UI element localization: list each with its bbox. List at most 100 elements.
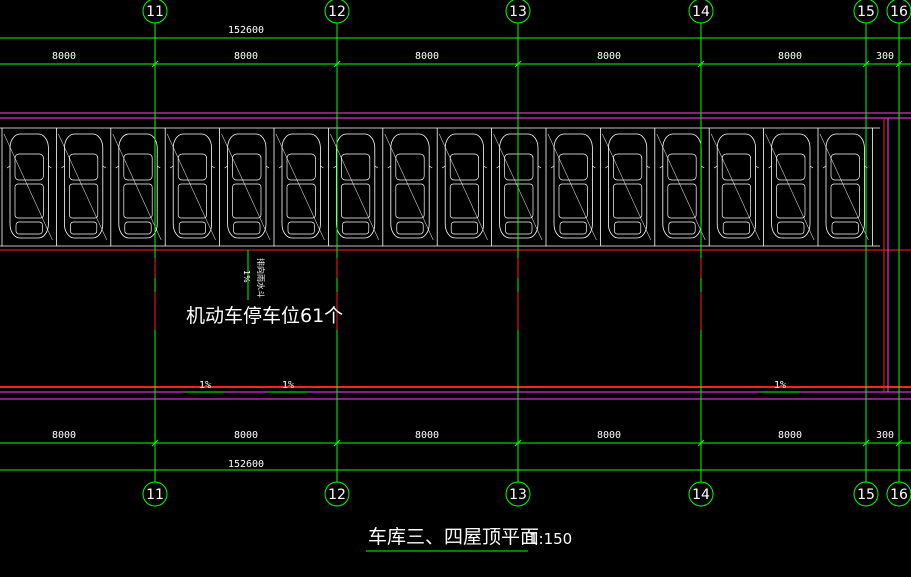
parking-stall (763, 128, 815, 246)
car-windshield (667, 153, 697, 181)
car-windshield (830, 153, 860, 181)
axis-bubble-circle (142, 0, 168, 24)
car-roof (667, 183, 697, 219)
car-mirror-right (646, 165, 650, 169)
stall-diagonal (710, 133, 760, 241)
car-roof (776, 183, 806, 219)
car-outline (281, 133, 321, 239)
car-mirror-left (442, 165, 446, 169)
car-mirror-right (537, 165, 542, 169)
stall-diagonal (275, 133, 325, 241)
drawing-title: 车库三、四屋顶平面 (368, 526, 539, 548)
car-windshield (776, 153, 806, 181)
top-span-dim-text: 8000 (415, 51, 439, 62)
bottom-span-dim-text: 8000 (415, 430, 439, 441)
axis-bubble-circle (886, 481, 911, 507)
axis-bubble-14: 14 (688, 481, 714, 507)
stall-diagonal (656, 133, 706, 241)
axis-bubble-circle (886, 0, 911, 24)
car-outline (608, 133, 648, 239)
car-outline (553, 133, 593, 239)
stall-diagonal (384, 133, 434, 241)
car-roof (232, 183, 262, 219)
car-windshield (504, 153, 534, 181)
car-mirror-right (157, 165, 161, 169)
car-windshield (14, 153, 44, 181)
axis-bubble-circle (142, 481, 168, 507)
axis-bubble-circle (688, 0, 714, 24)
top-span-dim-text: 8000 (234, 51, 258, 62)
car-windshield (449, 153, 479, 181)
car-mirror-right (374, 165, 378, 169)
car-mirror-left (550, 165, 555, 169)
car-rear-window (777, 221, 805, 235)
car-mirror-left (224, 165, 228, 169)
car-outline (771, 133, 811, 239)
axis-label: 16 (890, 487, 908, 503)
car-mirror-left (170, 165, 174, 169)
stall-diagonal (221, 133, 271, 241)
car-windshield (613, 153, 643, 181)
slope-label: 1% (199, 380, 211, 391)
stall-diagonal (3, 133, 53, 241)
car-mirror-left (822, 165, 827, 169)
parking-stall (382, 128, 434, 246)
stall-diagonal (765, 133, 815, 241)
car-rear-window (178, 221, 206, 235)
car-mirror-right (483, 165, 487, 169)
axis-bubble-13: 13 (505, 481, 531, 507)
car-windshield (341, 153, 371, 181)
car-rear-window (15, 221, 43, 235)
car-mirror-right (48, 165, 52, 169)
car-mirror-left (496, 165, 500, 169)
parking-count-label: 机动车停车位61个 (186, 305, 343, 327)
car-outline (444, 133, 485, 239)
car-mirror-right (592, 165, 596, 169)
parking-stall (436, 128, 488, 246)
axis-bubble-circle (853, 481, 879, 507)
parking-stall (327, 128, 380, 246)
car-roof (286, 183, 316, 219)
axis-bubble-15: 15 (853, 0, 879, 24)
axis-bubble-11: 11 (142, 481, 168, 507)
car-windshield (558, 153, 588, 181)
slope-label: 1% (282, 380, 294, 391)
car-mirror-right (809, 165, 814, 169)
car-rear-window (342, 221, 370, 235)
slope-label: 1% (774, 380, 786, 391)
top-dim-tick (151, 60, 159, 68)
car-roof (341, 183, 371, 219)
axis-label: 15 (857, 4, 875, 20)
car-roof (123, 183, 153, 219)
parking-row (0, 127, 880, 247)
stall-diagonal (547, 133, 597, 241)
car-mirror-left (768, 165, 772, 169)
parking-stall (273, 128, 325, 246)
axis-bubble-circle (505, 0, 531, 24)
axis-label: 13 (509, 4, 527, 20)
bottom-span-dim-text: 8000 (778, 430, 802, 441)
car-roof (395, 183, 425, 219)
car-mirror-left (6, 165, 11, 169)
bottom-span-dim-text: 8000 (597, 430, 621, 441)
car-mirror-left (278, 165, 283, 169)
car-windshield (232, 153, 262, 181)
car-roof (613, 183, 643, 219)
car-outline (499, 133, 539, 239)
bottom-dim-tick (151, 439, 159, 447)
parking-stall (56, 128, 108, 246)
axis-bubble-13: 13 (505, 0, 531, 24)
axis-label: 14 (692, 487, 710, 503)
car-roof (69, 183, 99, 219)
axis-label: 12 (328, 4, 346, 20)
car-windshield (721, 153, 751, 181)
stall-diagonal (58, 133, 108, 241)
car-mirror-left (61, 165, 65, 169)
stall-diagonal (602, 133, 652, 241)
car-rear-window (396, 221, 424, 235)
axis-bubble-circle (324, 481, 350, 507)
annotations: 机动车停车位61个 车库三、四屋顶平面 1:150 1%1%1%1%排向雨水斗 (185, 250, 800, 552)
